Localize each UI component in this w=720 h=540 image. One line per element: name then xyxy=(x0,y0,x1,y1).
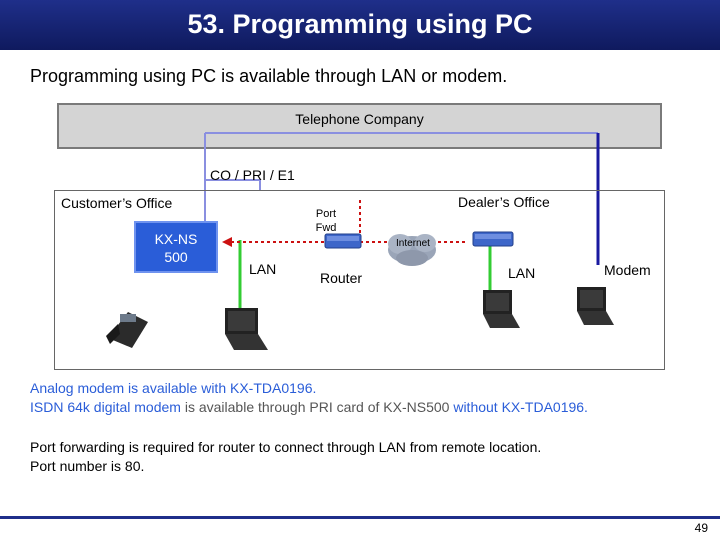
page-title: 53. Programming using PC xyxy=(187,9,533,39)
kx-ns500-line2: 500 xyxy=(164,249,188,265)
lan-left-label: LAN xyxy=(249,261,277,277)
arrow-icon xyxy=(222,237,232,247)
router-label: Router xyxy=(320,270,363,286)
lan-right-label: LAN xyxy=(508,265,536,281)
telephone-company-box: Telephone Company xyxy=(57,103,662,149)
kx-ns500-box: KX-NS 500 xyxy=(134,221,218,273)
analog-modem-note: Analog modem is available with KX-TDA019… xyxy=(30,380,317,396)
laptop-icon xyxy=(225,308,268,350)
customer-office-label: Customer’s Office xyxy=(61,195,173,211)
cloud-icon xyxy=(388,234,436,266)
office-diagram-box xyxy=(54,190,665,370)
intro-text: Programming using PC is available throug… xyxy=(30,66,508,86)
co-pri-label: CO / PRI / E1 xyxy=(210,167,295,183)
modem-label: Modem xyxy=(604,262,651,278)
port-fwd-label: Port Fwd xyxy=(315,208,337,234)
kx-ns500-line1: KX-NS xyxy=(154,231,198,247)
isdn-modem-note: ISDN 64k digital modem is available thro… xyxy=(30,399,588,415)
title-bar: 53. Programming using PC xyxy=(0,0,720,50)
laptop-icon xyxy=(577,287,614,325)
page-number: 49 xyxy=(694,521,708,535)
port-number-note: Port number is 80. xyxy=(30,458,145,474)
footer-divider xyxy=(0,516,720,519)
telephone-icon xyxy=(106,312,148,348)
router-icon xyxy=(324,233,362,249)
telephone-company-label: Telephone Company xyxy=(295,111,424,127)
dealer-office-label: Dealer’s Office xyxy=(458,194,550,210)
internet-label: Internet xyxy=(396,238,430,249)
port-forwarding-note: Port forwarding is required for router t… xyxy=(30,439,542,455)
laptop-icon xyxy=(483,290,520,328)
co-line xyxy=(204,133,261,190)
router-icon xyxy=(472,231,514,247)
